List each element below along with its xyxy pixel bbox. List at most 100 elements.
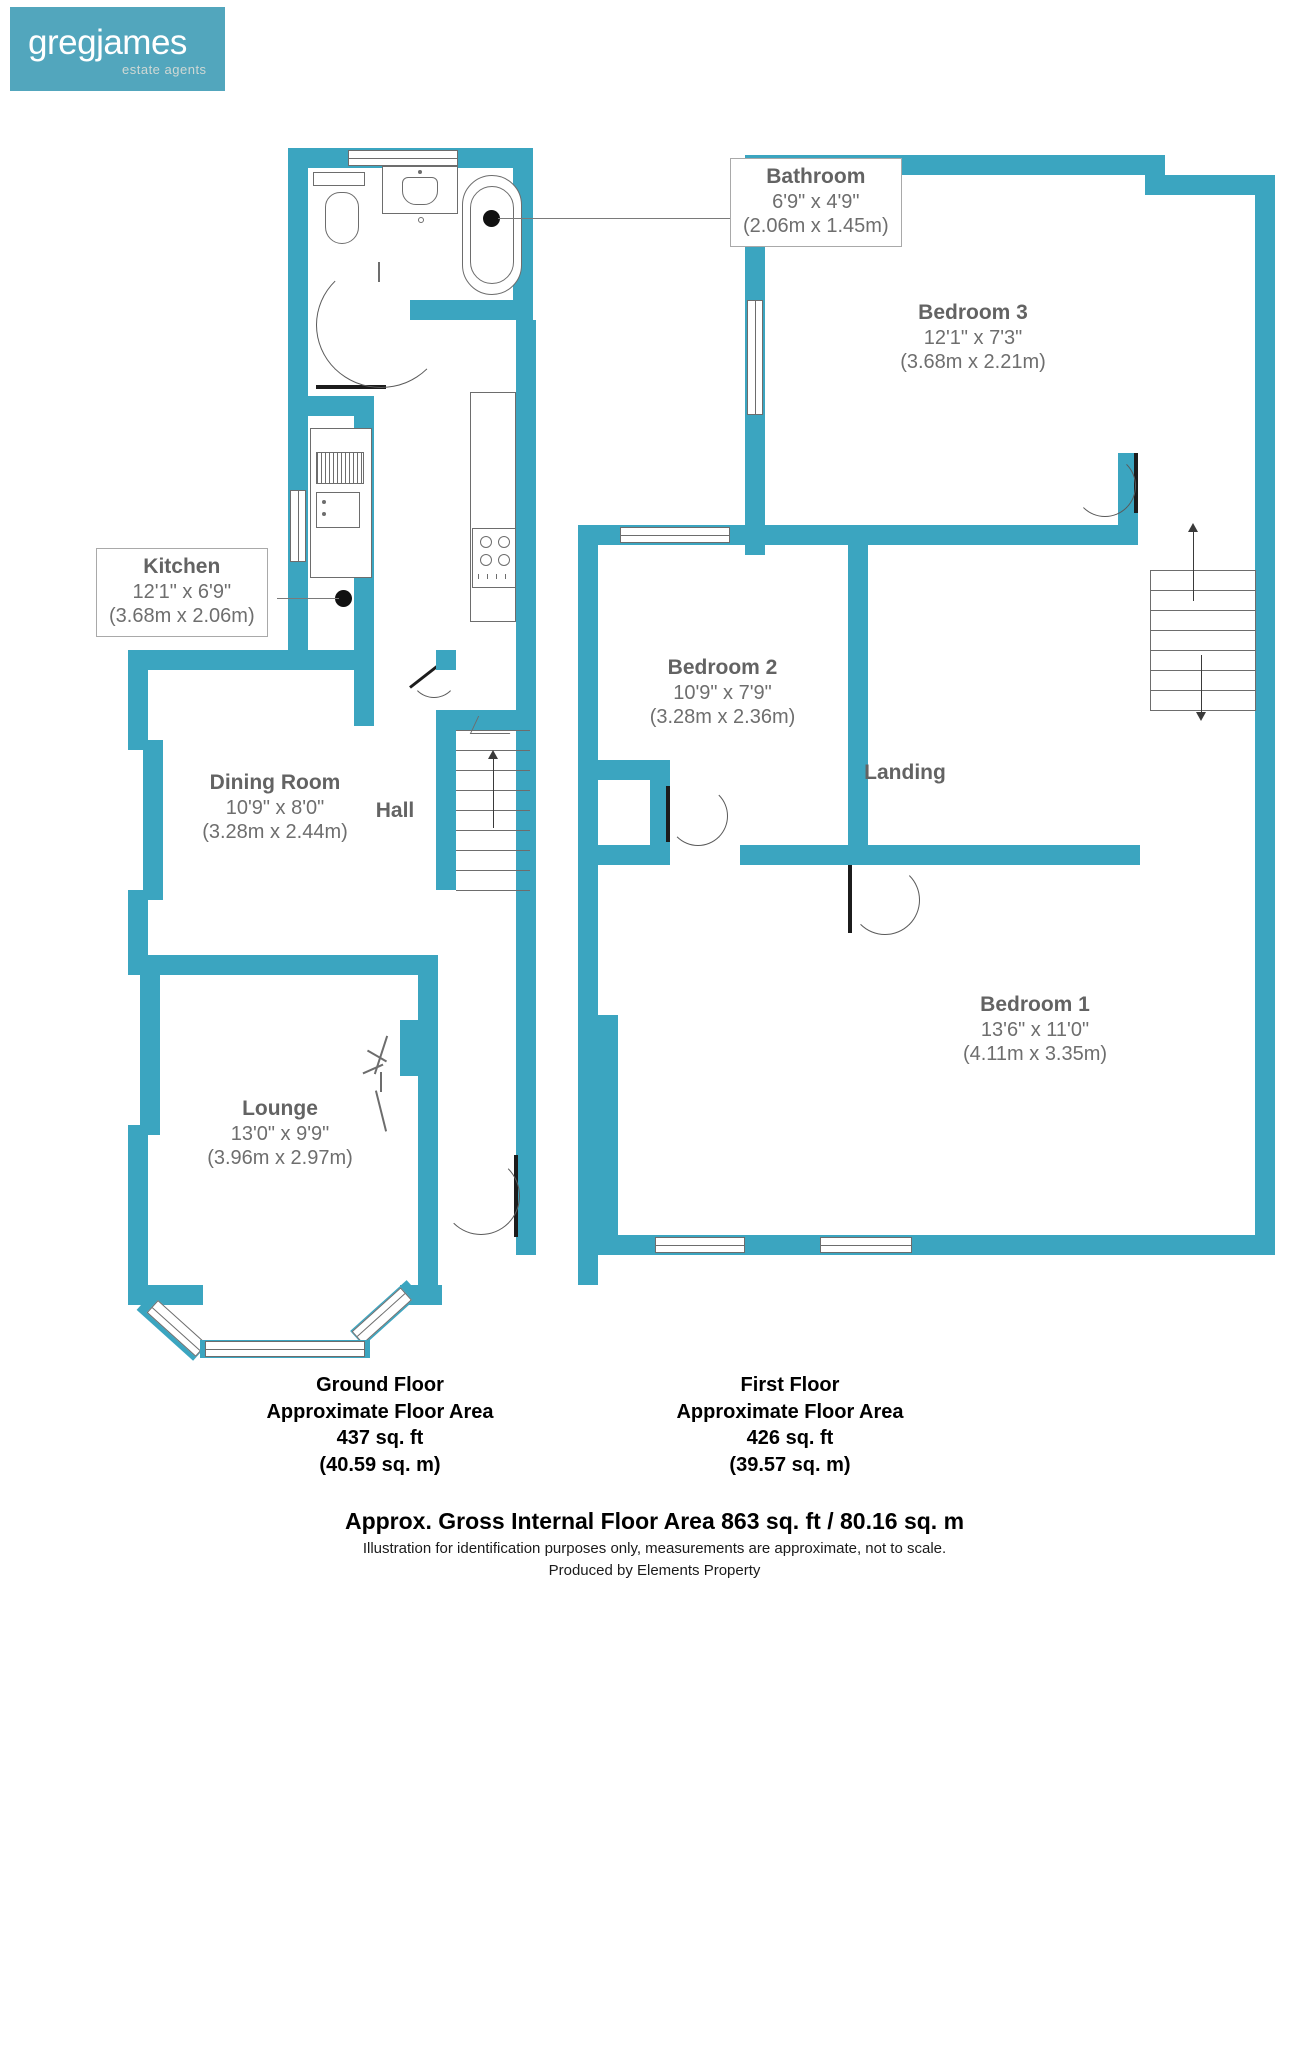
hob-ring-3-icon xyxy=(480,554,492,566)
wall-lounge-left-b xyxy=(128,1125,148,1295)
wall-b3-step xyxy=(1145,175,1275,195)
hob-ring-1-icon xyxy=(480,536,492,548)
stair-first-direction-line xyxy=(1193,531,1194,601)
bathroom-leader-dot xyxy=(483,210,500,227)
window-kitchen xyxy=(290,490,306,562)
fireplace-detail-2 xyxy=(380,1072,382,1092)
stair-direction-line xyxy=(493,758,494,828)
room-metric-bedroom1: (4.11m x 3.35m) xyxy=(962,1043,1108,1066)
wall-dining-left-c xyxy=(128,890,148,965)
wall-b2-left xyxy=(578,525,598,1285)
ground-floor-area-ft: 437 sq. ft xyxy=(336,1427,424,1450)
room-metric-bathroom: (2.06m x 1.45m) xyxy=(743,215,889,238)
logo-tagline: estate agents xyxy=(122,62,207,77)
door-kitchen-arc xyxy=(410,650,458,698)
door-bathroom-jamb xyxy=(378,262,380,282)
sink-plug-icon xyxy=(322,512,326,516)
wall-dining-bottom xyxy=(128,955,438,975)
ground-floor-subtitle: Approximate Floor Area xyxy=(266,1400,494,1423)
bathroom-leader-line xyxy=(498,218,732,219)
room-name-hall: Hall xyxy=(375,799,415,822)
producer-text: Produced by Elements Property xyxy=(548,1562,761,1579)
door-bedroom1-arc xyxy=(850,865,920,935)
stair-direction-arrow xyxy=(488,750,498,759)
room-imperial-bedroom3: 12'1" x 7'3" xyxy=(923,326,1023,349)
stair-first-down-line xyxy=(1201,655,1202,715)
room-label-dining-room: Dining Room 10'9" x 8'0" (3.28m x 2.44m) xyxy=(130,770,420,845)
wall-hall-right-upper xyxy=(516,320,536,710)
first-floor-title: First Floor xyxy=(740,1374,840,1396)
wall-kitchen-left-lower xyxy=(288,560,308,660)
bay-window-right-glass xyxy=(351,1287,412,1345)
first-floor-area-ft: 426 sq. ft xyxy=(746,1427,834,1450)
basin-bowl-icon xyxy=(402,177,438,205)
sink-basin-fixture xyxy=(316,492,360,528)
door-bedroom2-arc xyxy=(668,786,728,846)
door-landing-leaf xyxy=(1134,453,1138,513)
room-metric-kitchen: (3.68m x 2.06m) xyxy=(109,605,255,628)
room-imperial-bathroom: 6'9" x 4'9" xyxy=(772,190,860,213)
room-imperial-bedroom1: 13'6" x 11'0" xyxy=(980,1018,1090,1041)
kitchen-leader-line xyxy=(277,598,339,599)
floor-summary-first: First Floor Approximate Floor Area 426 s… xyxy=(580,1372,1000,1478)
room-name-landing: Landing xyxy=(864,761,946,784)
door-bedroom3-arc xyxy=(1074,455,1136,517)
wall-bath-lowerleft xyxy=(288,300,308,410)
room-name-kitchen: Kitchen xyxy=(143,555,221,578)
room-label-bedroom1: Bedroom 1 13'6" x 11'0" (4.11m x 3.35m) xyxy=(830,992,1240,1067)
wall-landing-mid xyxy=(848,525,868,845)
window-bedroom2 xyxy=(620,527,730,543)
bay-window-left-glass xyxy=(146,1300,208,1357)
wall-hall-stub-top xyxy=(436,650,456,670)
wc-cistern-fixture xyxy=(313,172,365,186)
room-metric-dining-room: (3.28m x 2.44m) xyxy=(202,821,348,844)
room-name-bedroom1: Bedroom 1 xyxy=(980,993,1090,1016)
room-name-bedroom2: Bedroom 2 xyxy=(667,656,778,679)
staircase-first xyxy=(1150,570,1256,711)
window-bathroom xyxy=(348,150,458,166)
room-name-lounge: Lounge xyxy=(242,1097,318,1120)
room-imperial-lounge: 13'0" x 9'9" xyxy=(230,1122,330,1145)
floor-summary-ground: Ground Floor Approximate Floor Area 437 … xyxy=(170,1372,590,1478)
wall-b1-bottom xyxy=(598,1235,1275,1255)
room-label-lounge: Lounge 13'0" x 9'9" (3.96m x 2.97m) xyxy=(165,1096,395,1171)
sink-tap-icon xyxy=(322,500,326,504)
logo-word-greg: greg xyxy=(28,23,97,62)
ground-floor-area-m: (40.59 sq. m) xyxy=(319,1453,441,1476)
room-metric-bedroom2: (3.28m x 2.36m) xyxy=(649,706,796,729)
wall-lounge-left-a xyxy=(140,965,160,1135)
basin-plug-icon xyxy=(418,217,424,223)
wall-lounge-right xyxy=(418,1020,438,1300)
wall-b3-right-b xyxy=(1255,175,1275,565)
kitchen-leader-dot xyxy=(335,590,352,607)
wall-dining-left-a xyxy=(128,650,148,750)
wall-landing-top xyxy=(848,525,1138,545)
basin-tap-icon xyxy=(418,170,422,174)
room-metric-lounge: (3.96m x 2.97m) xyxy=(207,1147,353,1170)
room-name-bedroom3: Bedroom 3 xyxy=(918,301,1028,324)
wall-dining-right xyxy=(418,955,438,1025)
room-label-hall: Hall xyxy=(340,798,450,824)
bath-tub-inner xyxy=(470,186,514,284)
room-imperial-bedroom2: 10'9" x 7'9" xyxy=(673,681,772,704)
stair-first-up-arrow xyxy=(1188,523,1198,532)
window-bedroom3 xyxy=(747,300,763,415)
window-bedroom1-right xyxy=(820,1237,912,1253)
company-logo: gregjames estate agents xyxy=(10,7,225,91)
hob-ring-2-icon xyxy=(498,536,510,548)
room-name-dining-room: Dining Room xyxy=(209,771,341,794)
room-label-landing: Landing xyxy=(840,760,970,786)
wall-landing-right-b xyxy=(1255,565,1275,1255)
wall-b1-left xyxy=(598,1015,618,1255)
disclaimer-text: Illustration for identification purposes… xyxy=(362,1540,947,1557)
wall-lounge-bottom-l xyxy=(128,1285,203,1305)
room-label-kitchen: Kitchen 12'1" x 6'9" (3.68m x 2.06m) xyxy=(96,548,268,638)
logo-word-james: james xyxy=(96,23,187,62)
hob-controls-icon xyxy=(478,574,514,579)
door-lounge-arc xyxy=(442,1157,520,1235)
hob-ring-4-icon xyxy=(498,554,510,566)
wall-hall-right-lower xyxy=(516,710,536,1255)
first-floor-subtitle: Approximate Floor Area xyxy=(676,1400,904,1423)
wall-kitchen-top xyxy=(288,396,374,416)
